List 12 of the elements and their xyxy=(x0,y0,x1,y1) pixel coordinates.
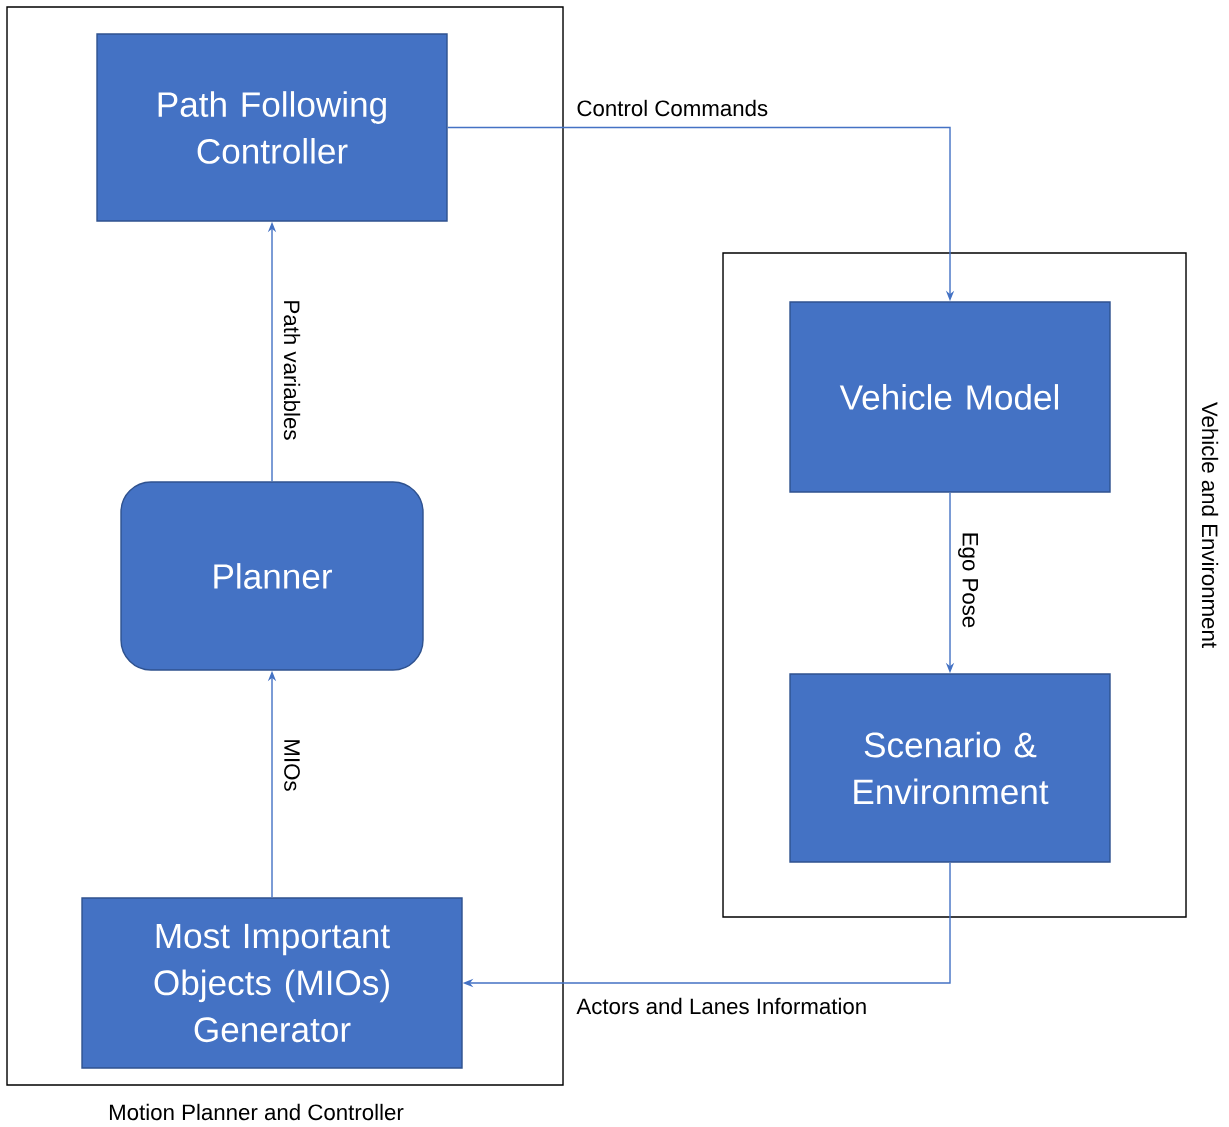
panel-title: Motion Planner and Controller xyxy=(109,1103,404,1121)
edge-label: Path variables xyxy=(283,301,301,440)
process-box: Most Important Objects (MIOs) Generator xyxy=(81,897,463,1069)
edge-label: Actors and Lanes Information xyxy=(576,997,866,1015)
edge-label: Ego Pose xyxy=(958,533,978,628)
rounded-box: Planner xyxy=(120,481,424,671)
edge-label: Control Commands xyxy=(577,99,768,117)
process-box: Path Following Controller xyxy=(96,33,448,222)
panel-title: Vehicle and Environment xyxy=(1201,401,1219,648)
process-box: Scenario & Environment xyxy=(789,673,1111,863)
process-box: Vehicle Model xyxy=(789,301,1111,493)
edge-label: MIOs xyxy=(284,740,300,791)
